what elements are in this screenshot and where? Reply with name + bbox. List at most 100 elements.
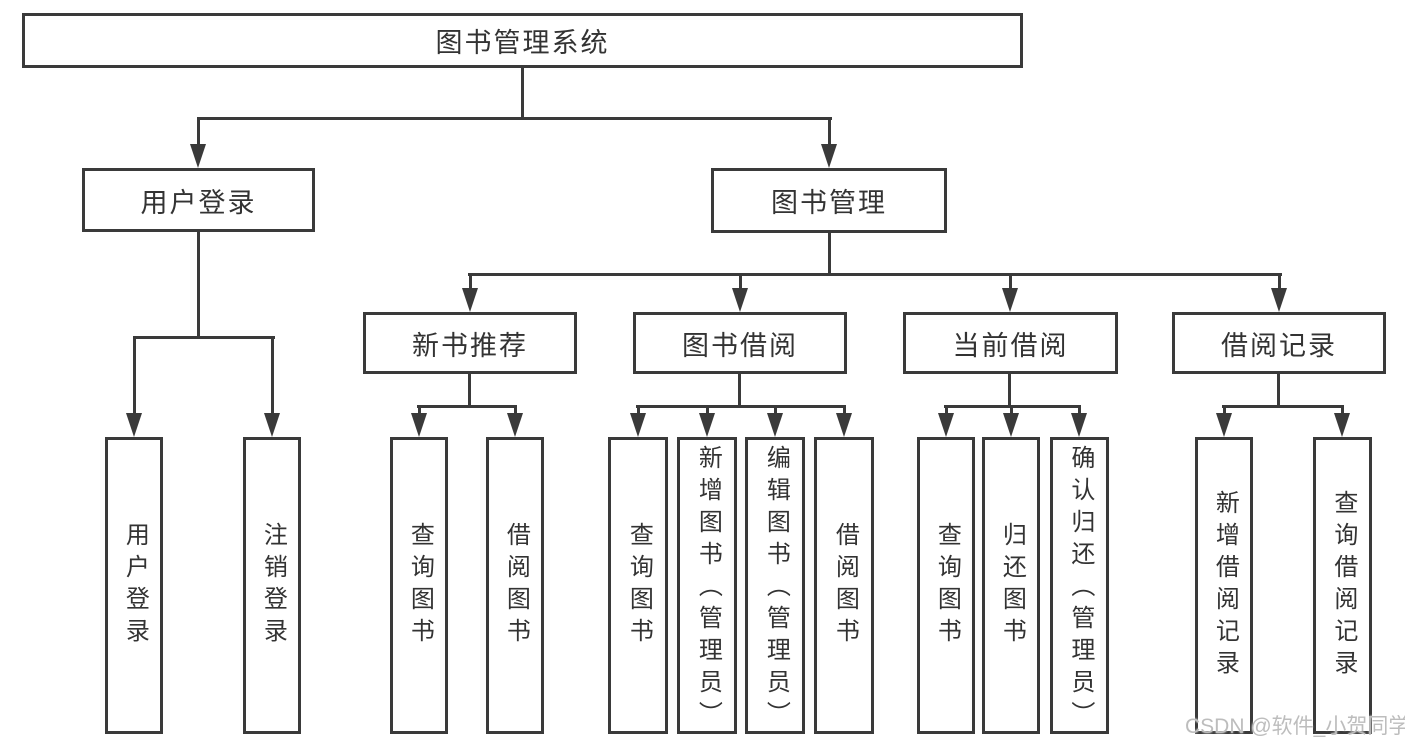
arrow-shaft [1009,273,1012,290]
connector-borrow-record-stem [1277,374,1280,408]
arrow-shaft [637,405,640,415]
leaf-confirm-return-admin: 确认归还（管理员） [1050,437,1109,734]
arrow-leaf [699,405,716,437]
leaf-add-books-admin: 新增图书（管理员） [677,437,737,734]
node-label: 查询借阅记录 [1329,489,1357,682]
node-label: 确认归还（管理员） [1066,445,1094,733]
arrow-to-new-book [462,273,479,312]
arrow-leaf [836,405,853,437]
node-label: 查询图书 [625,521,653,650]
node-current-borrow: 当前借阅 [903,312,1118,374]
leaf-return-books: 归还图书 [982,437,1040,734]
node-library-management-system: 图书管理系统 [22,13,1023,68]
arrow-shaft [1010,405,1013,415]
arrow-shaft [1278,273,1281,290]
node-label: 编辑图书（管理员） [762,445,790,733]
node-label: 图书管理系统 [435,28,610,58]
connector-new-book-stem [468,374,471,408]
node-label: 借阅记录 [1221,330,1337,361]
arrow-shaft [843,405,846,415]
arrow-leaf [1071,405,1088,437]
arrow-head-icon [1002,288,1018,312]
arrow-shaft [514,405,517,415]
leaf-add-borrow-record: 新增借阅记录 [1195,437,1253,734]
arrow-head-icon [1071,413,1087,437]
arrow-to-book-borrow [732,273,749,312]
arrow-head-icon [630,413,646,437]
node-label: 用户登录 [140,187,257,218]
arrow-shaft [828,117,831,146]
leaf-query-books: 查询图书 [608,437,668,734]
arrow-leaf [507,405,524,437]
node-label: 借阅图书 [831,521,859,650]
arrow-head-icon [1334,413,1350,437]
connector-user-login-stem [197,232,200,339]
arrow-to-user-login [190,117,207,168]
node-label: 图书借阅 [682,330,798,361]
node-new-book-recommend: 新书推荐 [363,312,577,374]
node-label: 图书管理 [771,188,887,218]
node-label: 查询图书 [933,521,961,650]
connector-book-management-bar [468,273,1282,276]
arrow-shaft [774,405,777,415]
node-book-borrow: 图书借阅 [633,312,847,374]
node-label: 新书推荐 [412,330,528,361]
arrow-shaft [133,336,136,415]
arrow-head-icon [411,413,427,437]
arrow-shaft [418,405,421,415]
arrow-leaf [630,405,647,437]
arrow-to-borrow-record [1271,273,1288,312]
arrow-head-icon [1271,288,1287,312]
node-label: 借阅图书 [502,521,530,650]
leaf-logout: 注销登录 [243,437,301,734]
arrow-shaft [1341,405,1344,415]
arrow-leaf [1334,405,1351,437]
arrow-head-icon [1216,413,1232,437]
arrow-to-logout-leaf [264,336,281,437]
node-label: 查询图书 [406,521,434,650]
arrow-head-icon [821,144,837,168]
connector-user-login-bar [133,336,275,339]
arrow-leaf [1003,405,1020,437]
connector-book-borrow-stem [738,374,741,408]
arrow-shaft [945,405,948,415]
leaf-edit-books-admin: 编辑图书（管理员） [745,437,805,734]
connector-current-borrow-stem [1008,374,1011,408]
arrow-head-icon [1003,413,1019,437]
arrow-to-login-leaf [126,336,143,437]
node-label: 用户登录 [121,521,149,650]
arrow-shaft [1223,405,1226,415]
arrow-leaf [1216,405,1233,437]
connector-borrow-record-bar [1222,405,1344,408]
node-book-management: 图书管理 [711,168,947,233]
leaf-query-books: 查询图书 [390,437,448,734]
arrow-head-icon [264,413,280,437]
node-label: 新增借阅记录 [1211,489,1239,682]
arrow-shaft [469,273,472,290]
leaf-query-books: 查询图书 [917,437,975,734]
connector-book-borrow-bar [636,405,846,408]
arrow-shaft [271,336,274,415]
node-label: 归还图书 [998,521,1026,650]
arrow-shaft [197,117,200,146]
leaf-query-borrow-record: 查询借阅记录 [1313,437,1372,734]
arrow-head-icon [938,413,954,437]
arrow-leaf [767,405,784,437]
connector-root-stem [521,68,524,120]
connector-new-book-bar [417,405,517,408]
leaf-user-login: 用户登录 [105,437,163,734]
arrow-head-icon [836,413,852,437]
arrow-head-icon [699,413,715,437]
arrow-head-icon [462,288,478,312]
node-label: 当前借阅 [952,330,1069,361]
arrow-to-book-management [821,117,838,168]
arrow-head-icon [507,413,523,437]
leaf-borrow-books: 借阅图书 [814,437,874,734]
arrow-head-icon [126,413,142,437]
arrow-head-icon [767,413,783,437]
arrow-shaft [739,273,742,290]
node-user-login: 用户登录 [82,168,315,232]
node-borrow-record: 借阅记录 [1172,312,1386,374]
node-label: 新增图书（管理员） [694,445,722,733]
csdn-watermark: CSDN @软件_小贺同学 [1185,715,1405,738]
